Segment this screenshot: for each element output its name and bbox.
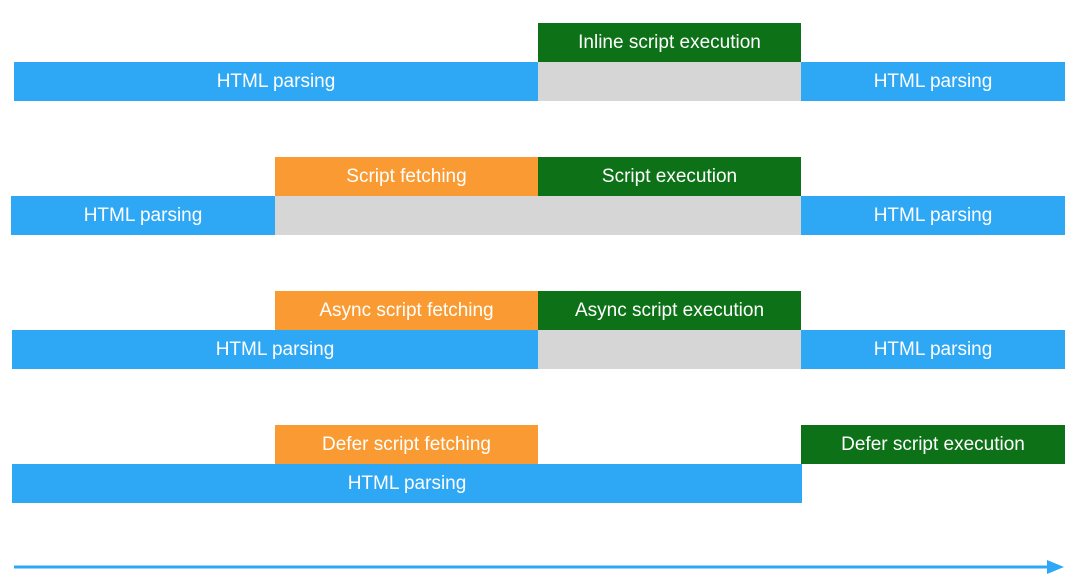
script-execution-bar: Script execution: [538, 157, 801, 196]
async-script-fetching-bar: Async script fetching: [275, 291, 538, 330]
defer-script-fetching-bar: Defer script fetching: [275, 425, 538, 464]
parsing-blocked-bar: [538, 330, 801, 369]
html-parsing-bar: HTML parsing: [12, 464, 802, 503]
inline-script-execution-bar: Inline script execution: [538, 23, 801, 62]
html-parsing-bar: HTML parsing: [14, 62, 538, 101]
html-parsing-bar: HTML parsing: [801, 196, 1065, 235]
timeline-arrow-head: [1047, 560, 1064, 574]
script-fetching-bar: Script fetching: [275, 157, 538, 196]
defer-script-execution-bar: Defer script execution: [801, 425, 1065, 464]
parsing-blocked-bar: [538, 62, 801, 101]
html-parsing-bar: HTML parsing: [11, 196, 275, 235]
html-parsing-bar: HTML parsing: [801, 330, 1065, 369]
async-script-execution-bar: Async script execution: [538, 291, 801, 330]
html-parsing-bar: HTML parsing: [12, 330, 538, 369]
parsing-blocked-bar: [275, 196, 801, 235]
timeline-arrow-icon: [14, 560, 1064, 574]
html-parsing-bar: HTML parsing: [801, 62, 1065, 101]
